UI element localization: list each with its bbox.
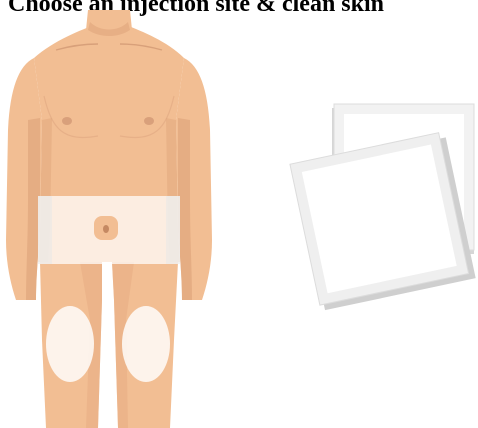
alcohol-wipe-icon	[290, 104, 476, 311]
left-arm-shadow	[26, 118, 40, 300]
right-thigh-injection-site	[122, 306, 170, 382]
right-nipple	[144, 117, 154, 125]
abdomen-site-shade-left	[38, 196, 52, 264]
left-nipple	[62, 117, 72, 125]
left-thigh-injection-site	[46, 306, 94, 382]
human-figure-icon	[6, 10, 212, 428]
right-arm-shadow	[178, 118, 192, 300]
navel	[103, 225, 109, 233]
abdomen-site-shade-right	[166, 196, 180, 264]
